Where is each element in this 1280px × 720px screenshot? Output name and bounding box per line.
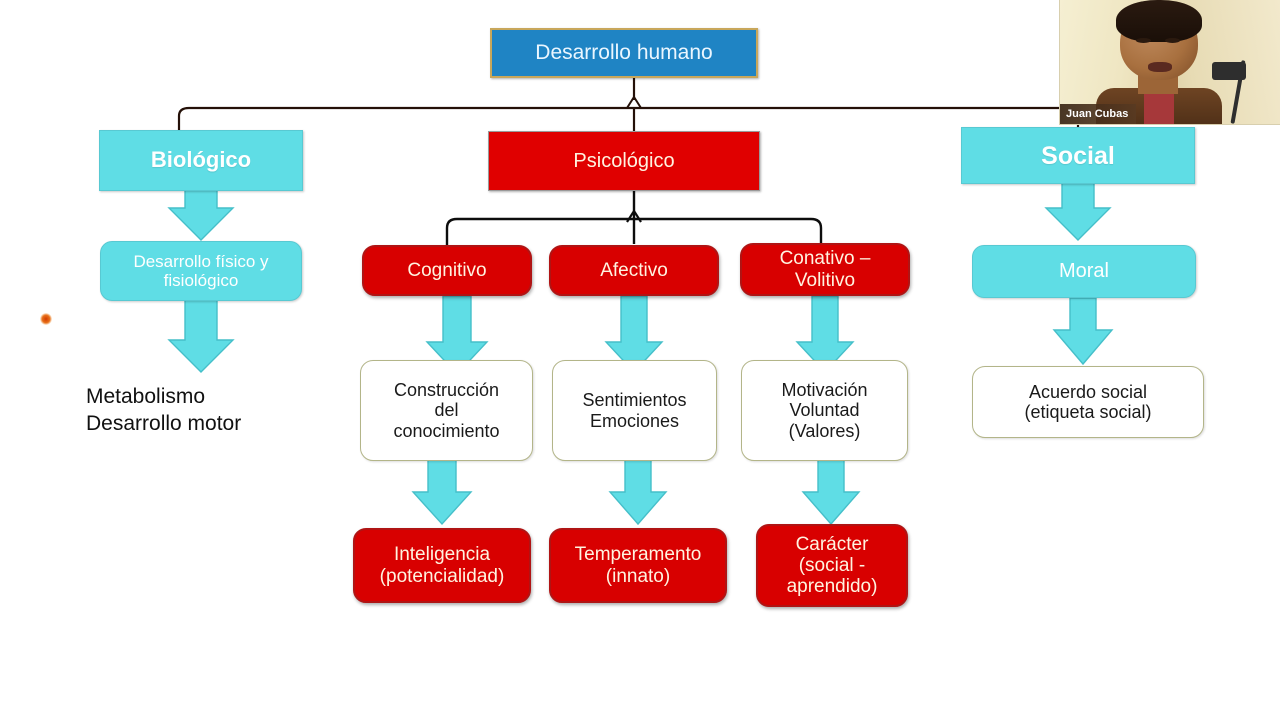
node-motivacion-voluntad[interactable]: Motivación Voluntad (Valores) bbox=[741, 360, 908, 461]
node-caracter-line2: (social - bbox=[798, 554, 866, 576]
node-afectivo-label: Afectivo bbox=[600, 259, 668, 281]
node-motivacion-line3: (Valores) bbox=[788, 420, 861, 441]
node-cognitivo-label: Cognitivo bbox=[407, 259, 487, 281]
node-metabolismo-line2: Desarrollo motor bbox=[86, 412, 242, 435]
lamp-head-icon bbox=[1212, 62, 1246, 80]
node-motivacion-line2: Voluntad bbox=[789, 400, 860, 421]
node-inteligencia-line1: Inteligencia bbox=[393, 544, 491, 566]
node-caracter-line3: aprendido) bbox=[786, 576, 878, 598]
node-desarrollo-humano[interactable]: Desarrollo humano bbox=[490, 28, 758, 78]
node-psicologico[interactable]: Psicológico bbox=[488, 131, 760, 191]
node-motivacion-line1: Motivación bbox=[781, 380, 868, 401]
person-left-eye bbox=[1136, 38, 1151, 43]
node-metabolismo: Metabolismo Desarrollo motor bbox=[86, 383, 316, 437]
node-desarrollo-fisico[interactable]: Desarrollo físico y fisiológico bbox=[100, 241, 302, 301]
node-desarrollo-humano-label: Desarrollo humano bbox=[535, 41, 713, 65]
node-construccion-conocimiento[interactable]: Construcción del conocimiento bbox=[360, 360, 533, 461]
node-acuerdo-social-line1: Acuerdo social bbox=[1028, 381, 1148, 402]
node-conativo-volitivo[interactable]: Conativo – Volitivo bbox=[740, 243, 910, 296]
node-metabolismo-line1: Metabolismo bbox=[86, 384, 206, 408]
video-participant-tile[interactable]: Juan Cubas bbox=[1059, 0, 1280, 125]
node-acuerdo-social-line2: (etiqueta social) bbox=[1024, 402, 1152, 422]
node-moral[interactable]: Moral bbox=[972, 245, 1196, 298]
node-construccion-line1: Construcción bbox=[393, 380, 500, 401]
node-sentimientos-line2: Emociones bbox=[589, 410, 680, 431]
node-temperamento-line1: Temperamento bbox=[574, 544, 702, 566]
node-conativo-volitivo-line2: Volitivo bbox=[794, 269, 856, 291]
person-hair bbox=[1116, 0, 1202, 42]
node-inteligencia-line2: (potencialidad) bbox=[379, 565, 505, 587]
node-construccion-line3: conocimiento bbox=[393, 420, 500, 441]
laser-pointer-dot bbox=[40, 313, 52, 325]
participant-name-label: Juan Cubas bbox=[1060, 104, 1137, 124]
node-caracter[interactable]: Carácter (social - aprendido) bbox=[756, 524, 908, 607]
node-acuerdo-social[interactable]: Acuerdo social (etiqueta social) bbox=[972, 366, 1204, 438]
node-temperamento-line2: (innato) bbox=[605, 565, 671, 587]
node-desarrollo-fisico-line2: fisiológico bbox=[163, 271, 239, 290]
node-conativo-volitivo-line1: Conativo – bbox=[779, 248, 871, 270]
person-shirt bbox=[1144, 94, 1174, 124]
node-moral-label: Moral bbox=[1058, 260, 1109, 283]
person-right-eye bbox=[1165, 38, 1180, 43]
node-social-label: Social bbox=[1041, 141, 1115, 170]
node-psicologico-label: Psicológico bbox=[573, 149, 675, 172]
node-biologico[interactable]: Biológico bbox=[99, 130, 303, 191]
node-desarrollo-fisico-line1: Desarrollo físico y bbox=[133, 251, 269, 271]
node-biologico-label: Biológico bbox=[150, 147, 252, 173]
node-afectivo[interactable]: Afectivo bbox=[549, 245, 719, 296]
node-construccion-line2: del bbox=[434, 400, 459, 421]
node-inteligencia[interactable]: Inteligencia (potencialidad) bbox=[353, 528, 531, 603]
node-cognitivo[interactable]: Cognitivo bbox=[362, 245, 532, 296]
node-social[interactable]: Social bbox=[961, 127, 1195, 184]
node-sentimientos-emociones[interactable]: Sentimientos Emociones bbox=[552, 360, 717, 461]
node-caracter-line1: Carácter bbox=[795, 533, 869, 555]
node-temperamento[interactable]: Temperamento (innato) bbox=[549, 528, 727, 603]
person-mouth bbox=[1148, 62, 1172, 72]
node-sentimientos-line1: Sentimientos bbox=[582, 390, 687, 411]
